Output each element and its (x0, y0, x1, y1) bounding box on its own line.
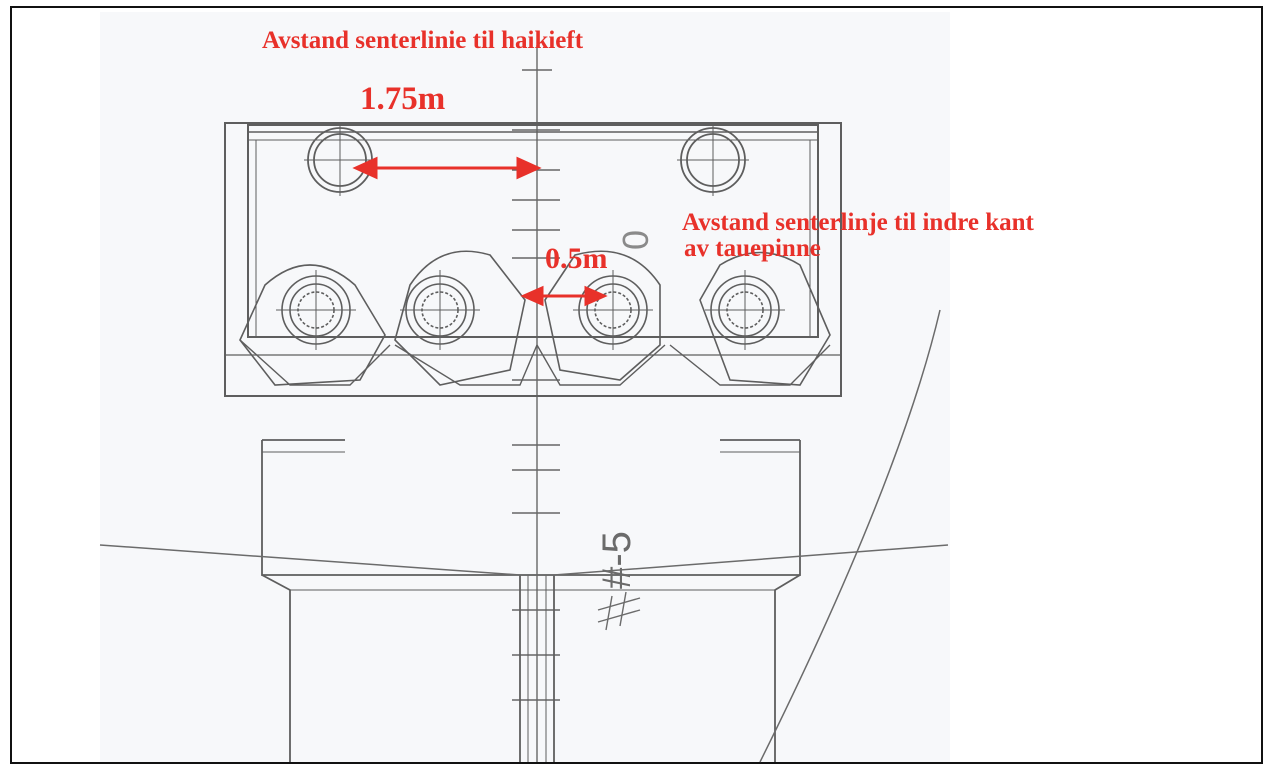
guide-chevrons (239, 339, 831, 386)
towing-pin-1 (239, 264, 386, 386)
towing-pin-title-line1: Avstand senterlinje til indre kant (682, 209, 1034, 236)
frame-number-label: #-5 (595, 531, 639, 589)
centerline (512, 45, 560, 762)
frame-number-mark (597, 591, 641, 631)
hull-lines (99, 309, 949, 763)
dimension-arrow-1-75 (352, 156, 542, 180)
drawing-paper (100, 12, 950, 762)
shark-jaw-dimension-label: 1.75m (360, 81, 446, 117)
towing-pin-3 (544, 250, 661, 381)
towing-pin-distance-title: Avstand senterlinje til indre kant av ta… (682, 209, 1034, 263)
towing-pin-4 (699, 251, 831, 386)
shark-jaw-distance-title: Avstand senterlinie til haikieft (262, 27, 584, 54)
sheet-mark-label: 0 (615, 230, 656, 250)
towing-pin-title-line2: av tauepinne (684, 235, 821, 263)
shark-jaw-right (677, 124, 749, 196)
towing-pin-2 (394, 250, 526, 386)
dimension-arrow-0-5 (520, 285, 608, 307)
towing-pin-dimension-label: 0.5m (545, 242, 608, 275)
